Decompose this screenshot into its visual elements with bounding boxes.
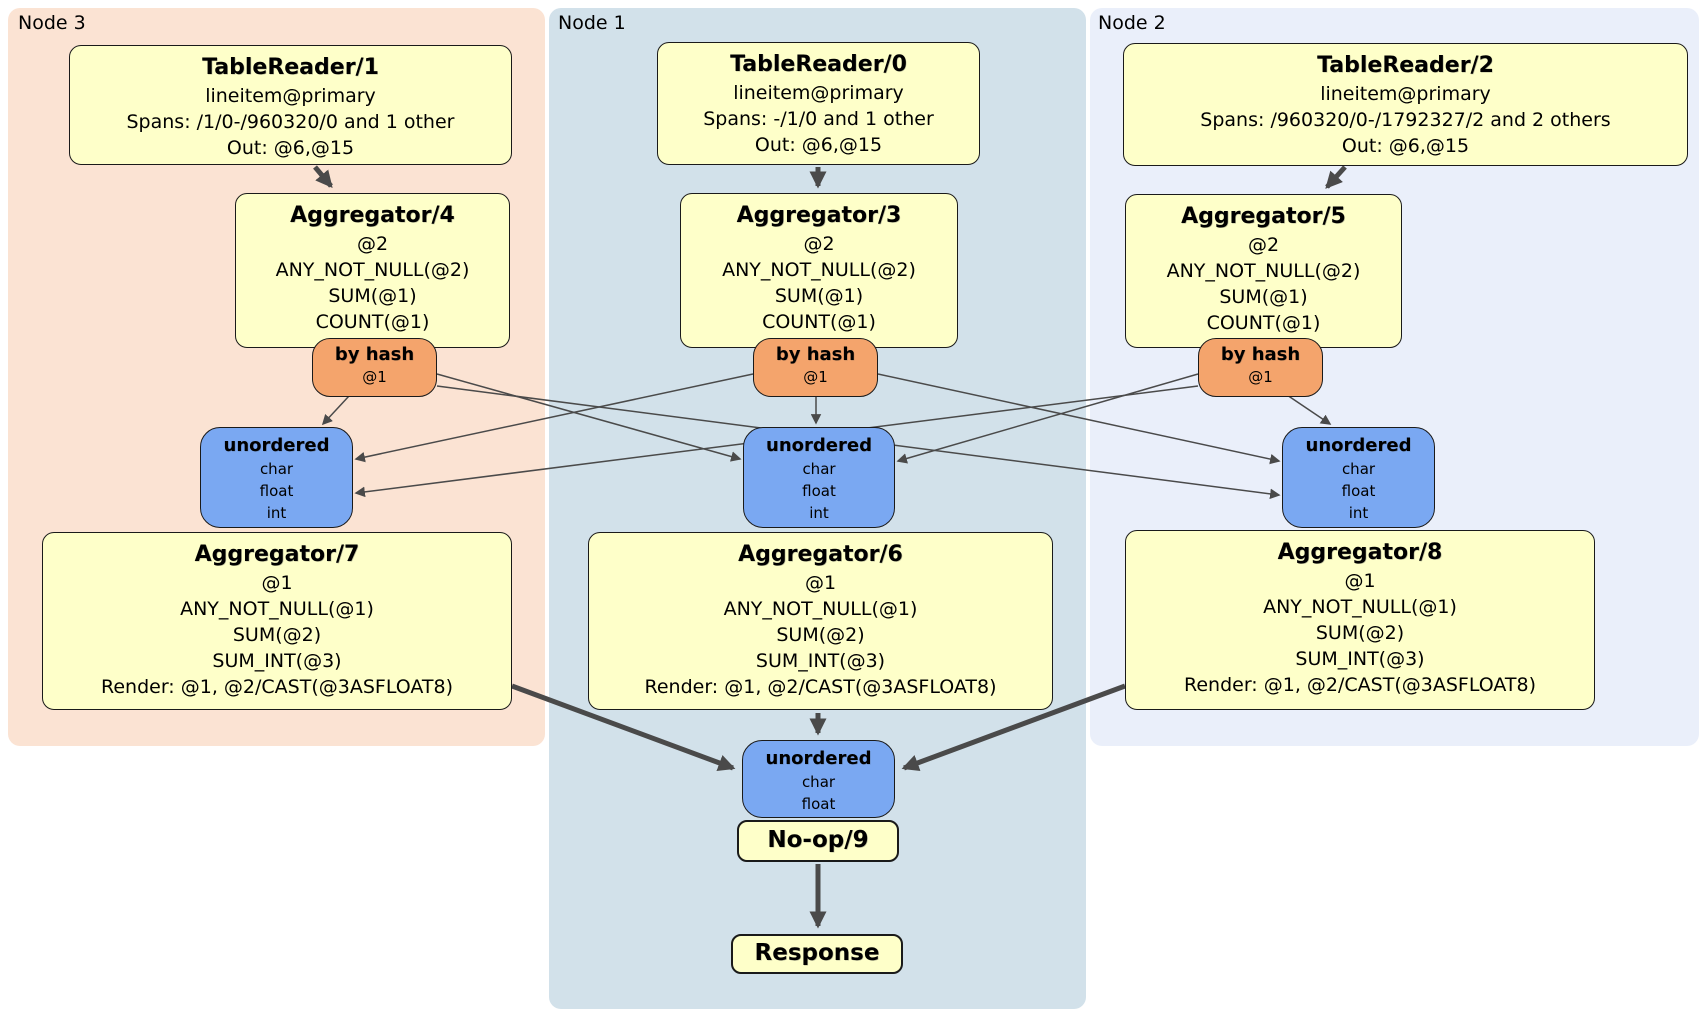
tablereader-1-title: TableReader/1 bbox=[202, 55, 379, 80]
noop-9-box: No-op/9 bbox=[737, 820, 899, 862]
noop-9-title: No-op/9 bbox=[767, 827, 869, 853]
node2-label: Node 2 bbox=[1098, 12, 1166, 34]
tablereader-2-title: TableReader/2 bbox=[1317, 53, 1494, 78]
hash-router-node3: by hash @1 bbox=[312, 338, 437, 397]
tablereader-2-box: TableReader/2 lineitem@primary Spans: /9… bbox=[1123, 43, 1688, 166]
tablereader-1-box: TableReader/1 lineitem@primary Spans: /1… bbox=[69, 45, 512, 165]
response-title: Response bbox=[754, 940, 880, 966]
tablereader-0-index: lineitem@primary bbox=[733, 82, 904, 104]
unordered-sync-node2: unordered char float int bbox=[1282, 427, 1435, 528]
tablereader-1-index: lineitem@primary bbox=[205, 85, 376, 107]
aggregator-5-box: Aggregator/5 @2 ANY_NOT_NULL(@2) SUM(@1)… bbox=[1125, 194, 1402, 348]
aggregator-6-title: Aggregator/6 bbox=[738, 542, 903, 567]
tablereader-2-out: Out: @6,@15 bbox=[1341, 135, 1470, 157]
unordered-sync-node3: unordered char float int bbox=[200, 427, 353, 528]
tablereader-0-out: Out: @6,@15 bbox=[754, 134, 883, 156]
aggregator-5-title: Aggregator/5 bbox=[1181, 204, 1346, 229]
aggregator-3-title: Aggregator/3 bbox=[736, 203, 902, 228]
aggregator-6-box: Aggregator/6 @1 ANY_NOT_NULL(@1) SUM(@2)… bbox=[588, 532, 1053, 710]
tablereader-2-index: lineitem@primary bbox=[1320, 83, 1491, 105]
node3-label: Node 3 bbox=[18, 12, 86, 34]
response-box: Response bbox=[731, 934, 903, 974]
unordered-sync-final: unordered char float bbox=[742, 740, 895, 818]
tablereader-0-spans: Spans: -/1/0 and 1 other bbox=[703, 108, 934, 130]
aggregator-7-box: Aggregator/7 @1 ANY_NOT_NULL(@1) SUM(@2)… bbox=[42, 532, 512, 710]
tablereader-0-box: TableReader/0 lineitem@primary Spans: -/… bbox=[657, 42, 980, 165]
hash-router-node2: by hash @1 bbox=[1198, 338, 1323, 397]
tablereader-1-out: Out: @6,@15 bbox=[226, 137, 355, 159]
aggregator-8-box: Aggregator/8 @1 ANY_NOT_NULL(@1) SUM(@2)… bbox=[1125, 530, 1595, 710]
tablereader-0-title: TableReader/0 bbox=[730, 52, 907, 77]
aggregator-4-box: Aggregator/4 @2 ANY_NOT_NULL(@2) SUM(@1)… bbox=[235, 193, 510, 348]
unordered-sync-node1: unordered char float int bbox=[743, 427, 895, 528]
tablereader-2-spans: Spans: /960320/0-/1792327/2 and 2 others bbox=[1200, 109, 1611, 131]
aggregator-3-box: Aggregator/3 @2 ANY_NOT_NULL(@2) SUM(@1)… bbox=[680, 193, 958, 348]
aggregator-7-title: Aggregator/7 bbox=[194, 542, 360, 567]
hash-router-node1: by hash @1 bbox=[753, 338, 878, 397]
aggregator-8-title: Aggregator/8 bbox=[1277, 540, 1443, 565]
tablereader-1-spans: Spans: /1/0-/960320/0 and 1 other bbox=[126, 111, 455, 133]
node1-label: Node 1 bbox=[558, 12, 626, 34]
aggregator-4-title: Aggregator/4 bbox=[290, 203, 455, 228]
